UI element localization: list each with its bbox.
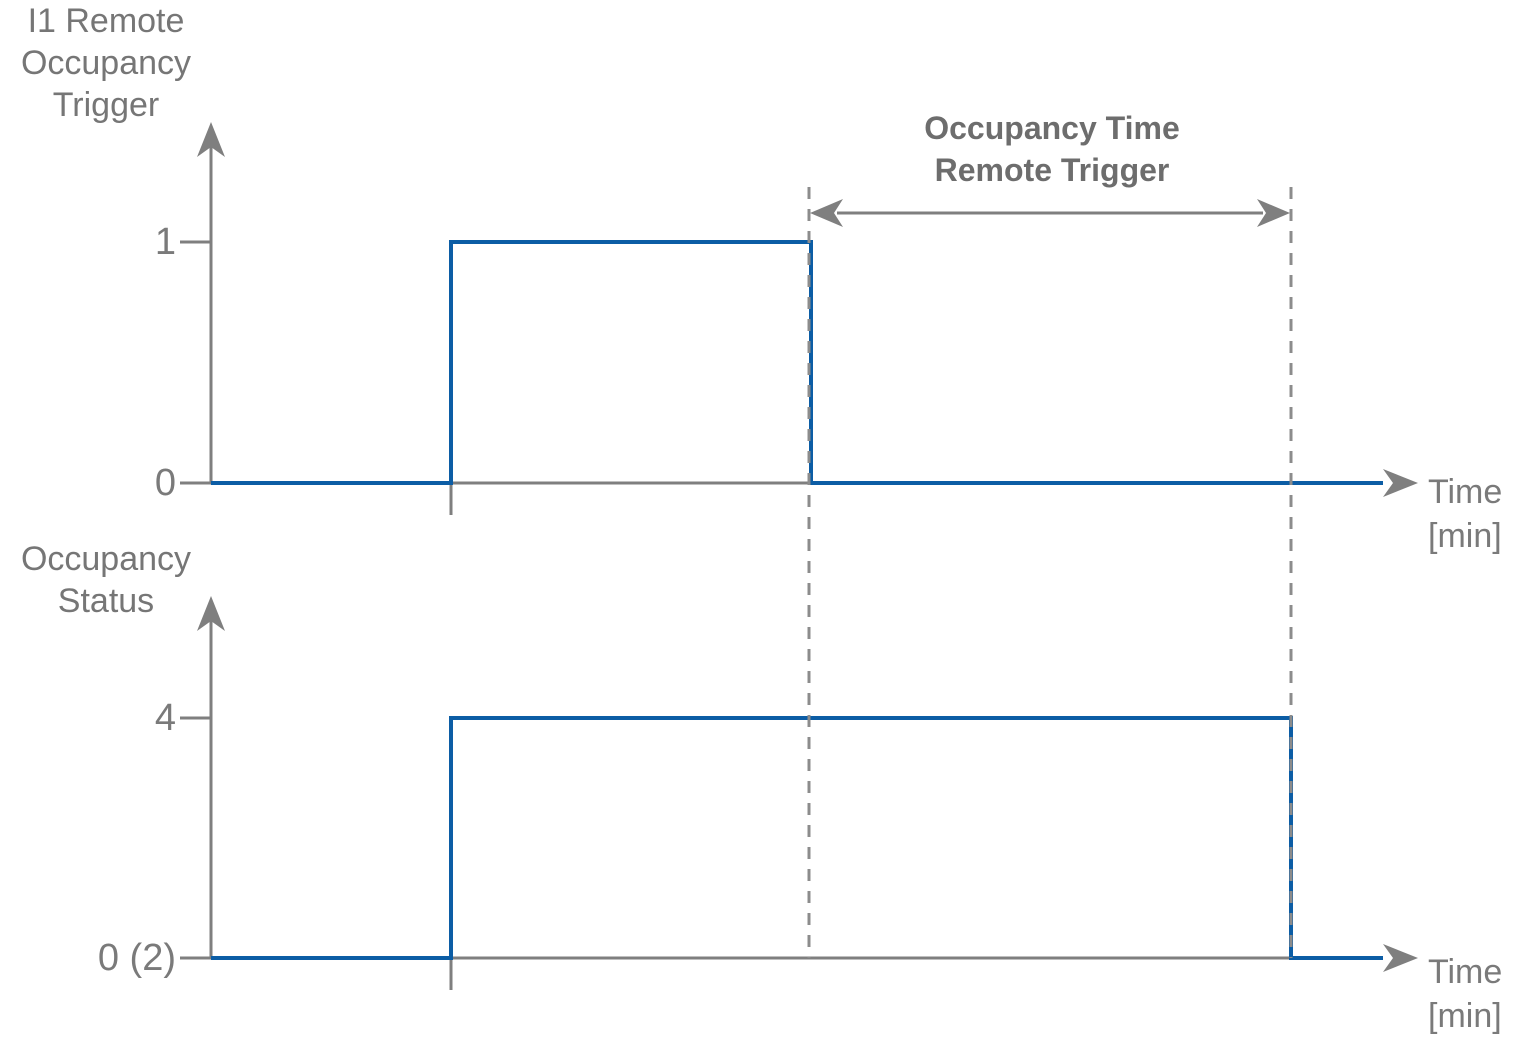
chart2-x-axis-arrow-icon bbox=[1383, 944, 1418, 972]
chart2-ytick-label-0-2: 0 (2) bbox=[97, 937, 176, 979]
chart1-x-axis-label: Time [min] bbox=[1428, 473, 1503, 555]
occupancy-time-annotation-label: Occupancy Time Remote Trigger bbox=[924, 110, 1180, 188]
chart1-ytick-label-1: 1 bbox=[154, 221, 176, 263]
chart1-y-axis-arrow-icon bbox=[197, 122, 225, 157]
occupancy-time-span-arrow-right-icon bbox=[1257, 199, 1290, 227]
chart2-axis-title: Occupancy Status bbox=[20, 540, 192, 620]
chart2-ytick-label-4: 4 bbox=[154, 697, 176, 739]
chart1-axis-title: I1 Remote Occupancy Trigger bbox=[20, 2, 192, 124]
chart2-x-axis-label: Time [min] bbox=[1428, 953, 1503, 1035]
occupancy-time-span-arrow-left-icon bbox=[810, 199, 843, 227]
chart1-ytick-label-0: 0 bbox=[154, 462, 176, 504]
chart2-signal-line bbox=[211, 716, 1383, 960]
chart1-signal-line bbox=[211, 240, 1383, 485]
chart2-y-axis-arrow-icon bbox=[197, 596, 225, 631]
chart1-x-axis-arrow-icon bbox=[1383, 469, 1418, 497]
